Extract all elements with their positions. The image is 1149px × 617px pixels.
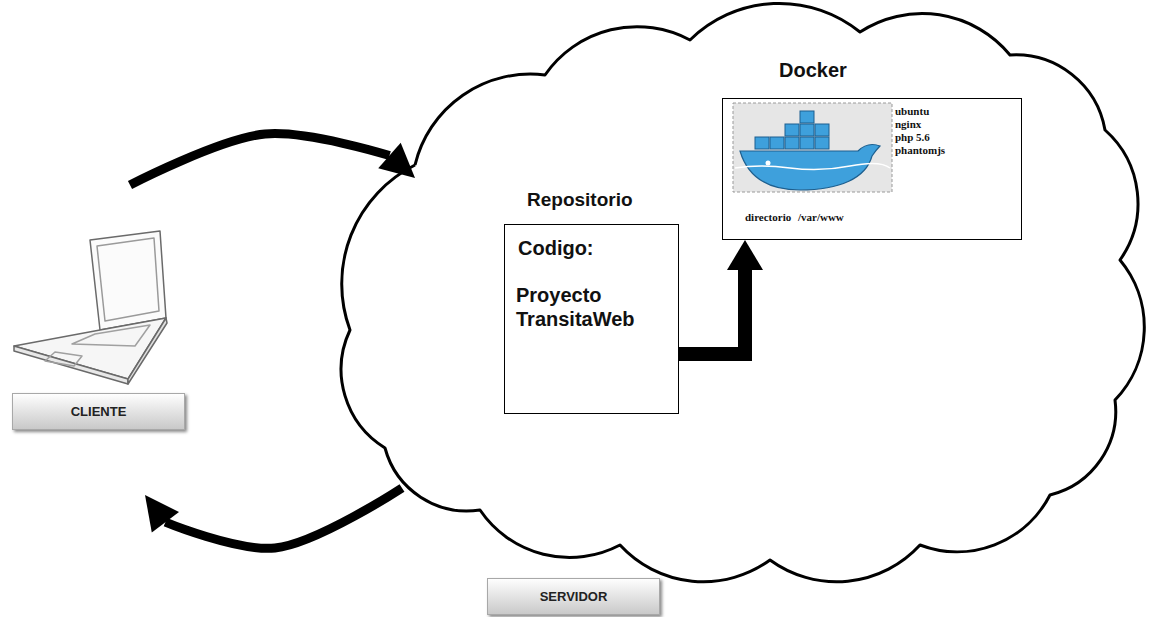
button-plate: CLIENTE [12, 393, 185, 430]
project-name: Proyecto TransitaWeb [516, 283, 671, 331]
text-slot: Docker [779, 59, 847, 82]
curved-arrow [130, 134, 389, 185]
water-line [735, 163, 890, 169]
text-slot: Codigo: [518, 237, 668, 260]
text-slot: php 5.6 [895, 131, 930, 143]
text-slot: nginx [895, 118, 921, 130]
client-node: CLIENTE [10, 185, 190, 495]
software-item: php 5.6 [895, 131, 930, 143]
containers [755, 111, 829, 149]
text-slot: Repositorio [527, 189, 633, 211]
whale-eye [766, 161, 771, 166]
docker-box: Dockerubuntunginxphp 5.6phantomjsdirecto… [722, 98, 1022, 240]
text-slot: Proyecto TransitaWeb [516, 283, 671, 331]
connector-group [679, 240, 763, 354]
text-slot: ubuntu [895, 105, 929, 117]
cloud-outline [340, 0, 1149, 617]
repository-box: RepositorioCodigo:Proyecto TransitaWeb [504, 224, 679, 414]
laptop-touchpad [45, 352, 82, 366]
arrow-head [378, 143, 415, 178]
software-item: nginx [895, 118, 921, 130]
text-slot: directorio /var/www [745, 211, 844, 223]
server-label: SERVIDOR [540, 589, 608, 604]
box-heading: Docker [779, 59, 847, 82]
laptop-illustration [14, 231, 167, 384]
connector-group [130, 134, 415, 185]
laptop-display [97, 238, 159, 321]
server-cloud: SERVIDORRepositorioCodigo:Proyecto Trans… [340, 0, 1149, 590]
curved-arrow [165, 488, 402, 548]
whale-body [740, 145, 880, 190]
docker-whale-illustration [733, 103, 892, 192]
software-item: phantomjs [895, 144, 945, 156]
code-heading: Codigo: [518, 237, 668, 260]
arrow-head [727, 240, 763, 270]
flow-arrow [679, 270, 745, 354]
cloud-shape [341, 3, 1144, 581]
image-frame [733, 103, 892, 192]
laptop-screen [90, 231, 166, 330]
directory-path: directorio /var/www [745, 211, 844, 223]
laptop-base-edge [14, 346, 128, 384]
text-slot: phantomjs [895, 144, 945, 156]
laptop-keyboard [72, 325, 150, 346]
box-heading: Repositorio [527, 189, 633, 211]
arrow-head [145, 495, 179, 532]
connector-group [145, 488, 402, 548]
client-label: CLIENTE [71, 404, 127, 419]
software-item: ubuntu [895, 105, 929, 117]
button-plate: SERVIDOR [487, 578, 660, 615]
